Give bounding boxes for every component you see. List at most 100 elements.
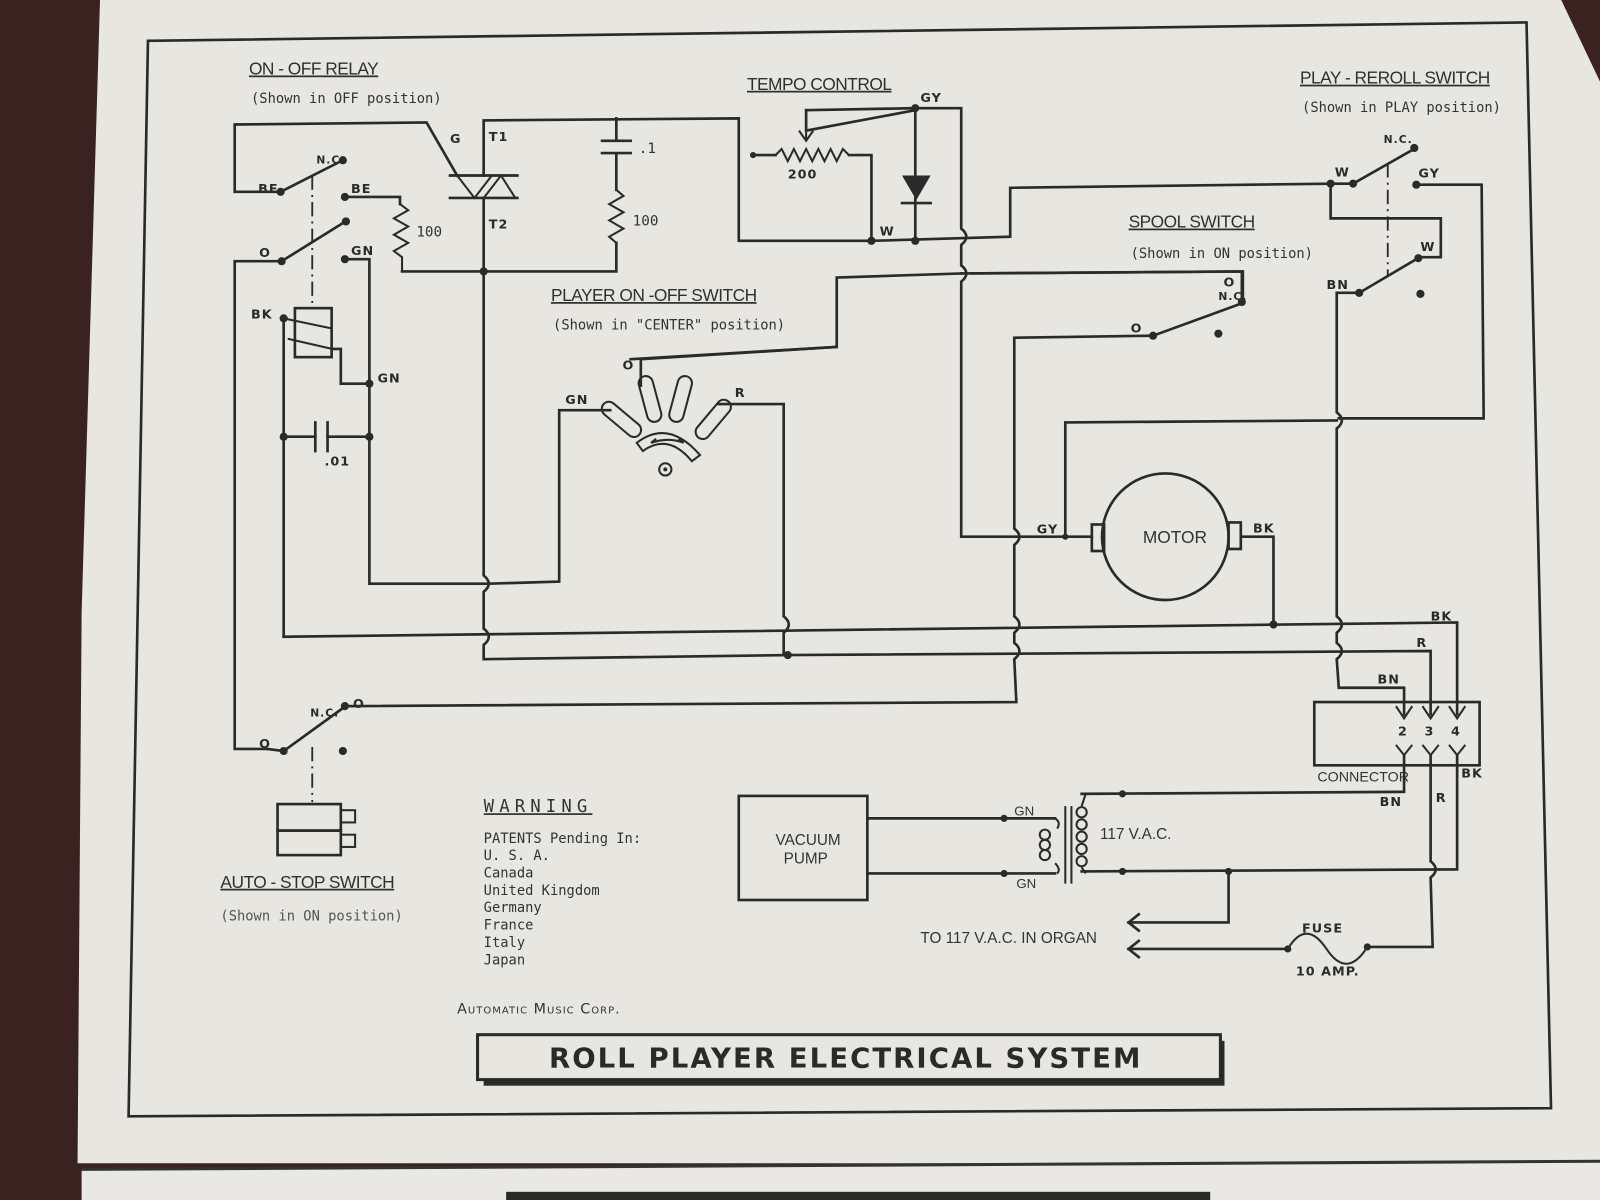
wire xyxy=(488,408,612,586)
second-sheet-title-box xyxy=(506,1191,1211,1200)
label-bk: BK xyxy=(1431,609,1453,624)
rotary-switch[interactable] xyxy=(599,374,734,477)
vacuum-pump-label: PUMP xyxy=(784,850,828,867)
connector-pin-4: 4 xyxy=(1451,725,1461,740)
label-nc: N.C. xyxy=(1384,133,1413,146)
label-bk: BK xyxy=(251,307,273,322)
junction xyxy=(1118,867,1127,875)
arrow-to-organ xyxy=(1126,938,1141,960)
wire-gy xyxy=(913,106,1020,539)
pot-value: 200 xyxy=(788,168,818,183)
wire-t1 xyxy=(482,117,875,243)
junction xyxy=(1000,869,1008,878)
fuse-label: FUSE xyxy=(1302,922,1343,937)
wire xyxy=(1127,870,1230,924)
connector-box xyxy=(1312,700,1481,767)
company-name: Automatic Music Corp. xyxy=(457,1001,621,1017)
vacuum-pump-label: VACUUM xyxy=(776,832,841,849)
play-reroll-note: (Shown in PLAY position) xyxy=(1302,100,1501,116)
label-nc: N.C. xyxy=(1218,290,1247,303)
label-nc: N.C. xyxy=(310,706,339,719)
label-o: O xyxy=(622,358,634,373)
triac-symbol xyxy=(456,173,517,200)
warning-line: PATENTS Pending In: xyxy=(484,831,641,847)
player-switch-note: (Shown in "CENTER" position) xyxy=(553,318,785,334)
label-w: W xyxy=(1420,240,1435,255)
label-be: BE xyxy=(351,182,371,197)
label-r: R xyxy=(1436,791,1447,806)
junction xyxy=(365,379,374,388)
wire-t2 xyxy=(482,196,790,661)
terminal xyxy=(1214,329,1223,338)
warning-line: Japan xyxy=(484,952,525,968)
warning-heading: WARNING xyxy=(484,797,593,817)
label-o: O xyxy=(1223,276,1235,291)
play-reroll-contact-1 xyxy=(1351,148,1415,186)
resistor-100-snubber xyxy=(607,189,626,244)
label-o: O xyxy=(259,737,271,752)
fuse xyxy=(1286,932,1369,965)
label-gy: GY xyxy=(920,91,941,106)
play-reroll-title: PLAY - REROLL SWITCH xyxy=(1300,68,1490,88)
connector-arrows xyxy=(1395,705,1467,721)
motor-label: MOTOR xyxy=(1143,527,1207,547)
resistor-100-relay xyxy=(391,203,411,272)
warning-line: United Kingdom xyxy=(484,883,600,899)
label-t1: T1 xyxy=(489,130,509,145)
label-bk: BK xyxy=(1253,522,1275,537)
label-be: BE xyxy=(258,182,278,197)
label-t2: T2 xyxy=(489,218,509,233)
transformer xyxy=(1038,793,1088,884)
junction xyxy=(783,651,792,660)
wire xyxy=(1366,753,1438,949)
capacitor-value: .01 xyxy=(324,454,350,469)
paper-sheet xyxy=(77,0,1600,1164)
connector-pin-2: 2 xyxy=(1398,725,1408,740)
auto-stop-tab xyxy=(339,809,357,824)
wire xyxy=(1063,419,1339,539)
wire-gn xyxy=(343,257,490,585)
wire-r xyxy=(717,402,791,655)
play-reroll-contact-2 xyxy=(1357,257,1419,295)
label-bk: BK xyxy=(1461,767,1483,782)
label-w: W xyxy=(880,225,895,240)
warning-line: U. S. A. xyxy=(484,848,550,864)
relay-note: (Shown in OFF position) xyxy=(251,91,442,107)
capacitor-01-snubber xyxy=(600,117,632,192)
auto-stop-tab xyxy=(339,833,357,848)
coil-winding xyxy=(283,317,333,350)
wire xyxy=(265,747,286,753)
tempo-potentiometer xyxy=(774,146,850,164)
title-box xyxy=(476,1033,1222,1082)
bus-bk xyxy=(282,621,1459,716)
drawing-border xyxy=(127,21,1553,1118)
wire xyxy=(343,195,402,206)
wire xyxy=(331,347,371,385)
label-gn: GN xyxy=(1014,803,1034,818)
label-o: O xyxy=(353,697,365,712)
label-gn: GN xyxy=(1016,876,1036,891)
relay-coil xyxy=(293,306,333,359)
fuse-rating: 10 AMP. xyxy=(1296,965,1360,980)
second-sheet xyxy=(81,1159,1600,1200)
transformer-voltage: 117 V.A.C. xyxy=(1100,826,1171,843)
junction xyxy=(1118,790,1127,798)
terminal xyxy=(1284,945,1292,953)
tempo-title: TEMPO CONTROL xyxy=(747,74,892,94)
organ-feed-label: TO 117 V.A.C. IN ORGAN xyxy=(920,930,1097,947)
label-g: G xyxy=(450,132,462,147)
auto-stop-note: (Shown in ON position) xyxy=(220,908,402,924)
terminal xyxy=(1363,943,1371,951)
warning-line: France xyxy=(484,918,534,934)
label-r: R xyxy=(1416,636,1427,651)
wire xyxy=(970,270,1244,304)
pot-wiper-arrow xyxy=(798,110,815,143)
wire-bn xyxy=(1335,291,1406,716)
junction xyxy=(1000,814,1008,822)
wire xyxy=(1337,183,1486,420)
spool-contact xyxy=(1151,302,1242,338)
wire-o-main xyxy=(233,259,283,751)
bus-r xyxy=(786,649,1432,716)
